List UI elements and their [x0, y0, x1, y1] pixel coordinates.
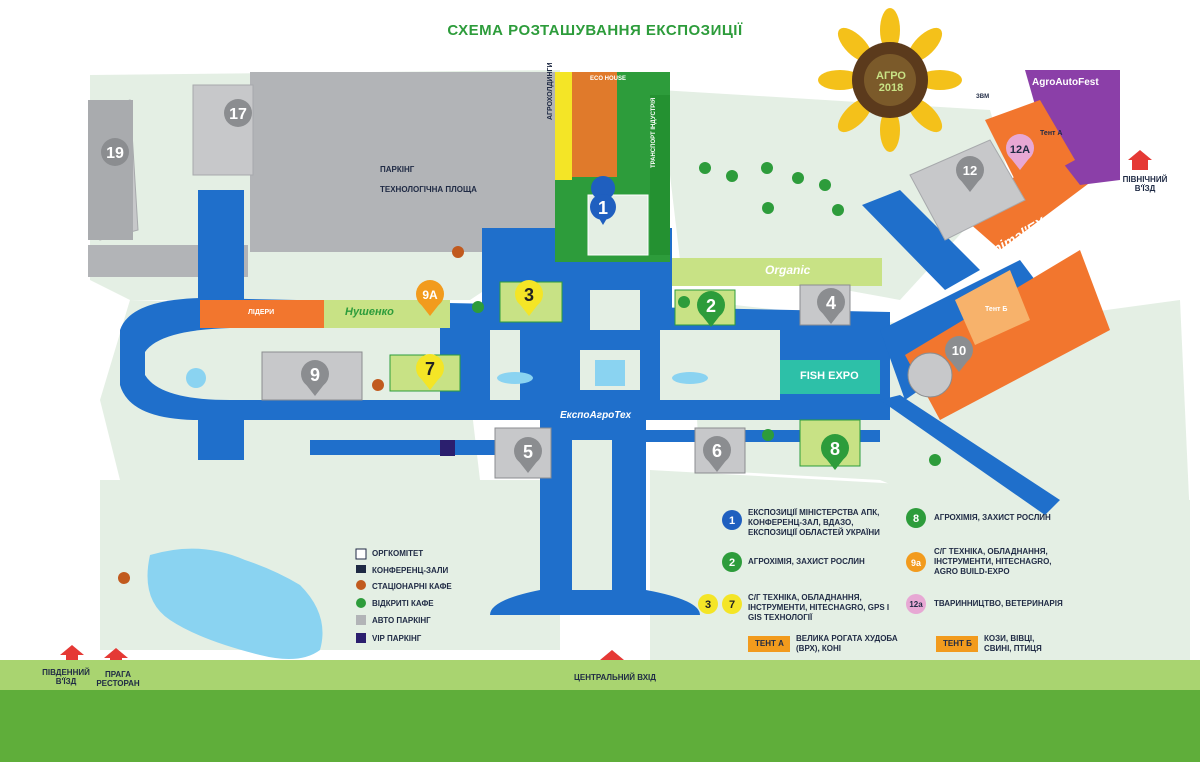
agroholdings-label: АГРОХОЛДИНГИ — [547, 62, 554, 120]
eco-house-label: ECO HOUSE — [590, 76, 627, 82]
svg-text:6: 6 — [712, 441, 722, 461]
north-entrance-label: ПІВНІЧНИЙ В'ЇЗД — [1122, 175, 1168, 193]
orange-strip — [200, 300, 324, 328]
parking-label-1: ПАРКІНГ — [380, 165, 415, 174]
legend-conference: КОНФЕРЕНЦ-ЗАЛИ — [372, 566, 449, 575]
agro-logo — [818, 8, 962, 152]
svg-text:5: 5 — [523, 442, 533, 462]
legend-tent-a: ВЕЛИКА РОГАТА ХУДОБА (ВРХ), КОНІ — [796, 634, 898, 653]
marker-4[interactable]: 4 — [817, 288, 845, 324]
legend-tent-b-badge: Тент Б — [943, 639, 972, 648]
marker-12[interactable]: 12 — [956, 156, 984, 192]
legend-left-icons — [355, 548, 367, 643]
north-entrance-icon — [1128, 150, 1152, 170]
legend-1: ЕКСПОЗИЦІЇ МІНІСТЕРСТВА АПК, КОНФЕРЕНЦ-З… — [748, 508, 880, 537]
legend-9a: С/Г ТЕХНІКА, ОБЛАДНАННЯ, ІНСТРУМЕНТИ, HI… — [934, 547, 1052, 576]
marker-17[interactable]: 17 — [229, 106, 247, 123]
open-cafe-icons — [472, 162, 941, 466]
marker-12a[interactable]: 12А — [1006, 134, 1034, 170]
svg-text:3: 3 — [705, 599, 711, 611]
svg-text:9: 9 — [310, 365, 320, 385]
svg-text:1: 1 — [729, 515, 735, 527]
svg-text:2: 2 — [706, 296, 716, 316]
logo-text: АГРО 2018 — [876, 70, 906, 94]
parking-label: ПАРКІНГ ТЕХНОЛОГІЧНА ПЛОЩА — [380, 160, 477, 200]
svg-text:12: 12 — [963, 163, 977, 178]
svg-text:7: 7 — [425, 359, 435, 379]
lidery-label: ЛІДЕРИ — [248, 309, 275, 316]
legend-parking: АВТО ПАРКІНГ — [372, 616, 431, 625]
expo-label: ЕкспоАгроТех — [560, 410, 632, 421]
legend-tent-b: КОЗИ, ВІВЦІ, СВИНІ, ПТИЦЯ — [984, 634, 1042, 653]
marker-8[interactable]: 8 — [821, 434, 849, 470]
legend-12a: ТВАРИННИЦТВО, ВЕТЕРИНАРІЯ — [934, 599, 1063, 608]
svg-text:9А: 9А — [422, 288, 438, 302]
legend-3-7: С/Г ТЕХНІКА, ОБЛАДНАННЯ, ІНСТРУМЕНТИ, HI… — [748, 593, 890, 622]
fish-expo-block — [780, 360, 880, 394]
marker-19[interactable]: 19 — [106, 145, 124, 162]
parking-area — [88, 72, 555, 277]
legend-cafe: СТАЦІОНАРНІ КАФЕ — [372, 582, 452, 591]
svg-text:7: 7 — [729, 599, 735, 611]
legend-vip-parking: VIP ПАРКІНГ — [372, 634, 422, 643]
legend-badges: 1 2 3 7 8 9а 12а — [698, 508, 978, 652]
organic-label: Organic — [765, 263, 811, 277]
marker-1-label: 1 — [598, 198, 608, 218]
svg-text:8: 8 — [913, 513, 919, 525]
marker-10[interactable]: 10 — [945, 336, 973, 372]
marker-5[interactable]: 5 — [514, 437, 542, 473]
svg-text:17: 17 — [229, 106, 247, 123]
organic-strip — [672, 258, 882, 286]
svg-text:4: 4 — [826, 293, 836, 313]
fish-expo-label: FISH EXPO — [800, 370, 859, 382]
grass-decoration — [0, 660, 1200, 762]
agroautofest-label: AgroAutoFest — [1032, 77, 1099, 88]
marker-2[interactable]: 2 — [697, 291, 725, 327]
south-entrance-label: ПІВДЕННИЙ В'ЇЗД — [42, 668, 90, 686]
building-19 — [88, 99, 139, 241]
svg-text:12а: 12а — [909, 600, 923, 609]
legend-open-cafe: ВІДКРИТІ КАФЕ — [372, 599, 434, 608]
pavilion-green-block — [555, 72, 670, 262]
page-title: СХЕМА РОЗТАШУВАННЯ ЕКСПОЗИЦІЇ — [447, 22, 743, 39]
marker-9a[interactable]: 9А — [416, 280, 444, 316]
svg-text:10: 10 — [952, 343, 966, 358]
svg-text:19: 19 — [106, 145, 124, 162]
legend-8: АГРОХІМІЯ, ЗАХИСТ РОСЛИН — [934, 513, 1051, 522]
tech-sign-label: ТРАНСПОРТ ІНДУСТРІЯ — [651, 97, 657, 168]
south-entrance-icon — [60, 645, 84, 664]
building-17 — [192, 84, 254, 176]
svg-text:9а: 9а — [911, 558, 922, 568]
praga-label: ПРАГА РЕСТОРАН — [96, 670, 140, 688]
cafe-icons — [118, 246, 464, 584]
svg-text:8: 8 — [830, 439, 840, 459]
tent-a-label: Тент А — [1040, 130, 1063, 137]
legend-2: АГРОХІМІЯ, ЗАХИСТ РОСЛИН — [748, 557, 865, 566]
svg-text:2: 2 — [729, 557, 735, 569]
zvm-label: ЗВМ — [976, 94, 990, 100]
marker-3[interactable]: 3 — [515, 280, 543, 316]
tent-b-label: Тент Б — [985, 306, 1008, 313]
marker-6[interactable]: 6 — [703, 436, 731, 472]
marker-1[interactable]: 1 — [590, 176, 616, 225]
central-entrance-label: ЦЕНТРАЛЬНИЙ ВХІД — [574, 673, 656, 682]
legend-orgcommittee: ОРГКОМІТЕТ — [372, 549, 424, 558]
hunting-label: Нушенко — [345, 306, 394, 318]
svg-text:3: 3 — [524, 285, 534, 305]
legend-tent-a-badge: Тент А — [755, 639, 784, 648]
parking-label-2: ТЕХНОЛОГІЧНА ПЛОЩА — [380, 185, 477, 194]
marker-9[interactable]: 9 — [301, 360, 329, 396]
marker-7[interactable]: 7 — [416, 354, 444, 390]
svg-text:12А: 12А — [1010, 144, 1030, 156]
